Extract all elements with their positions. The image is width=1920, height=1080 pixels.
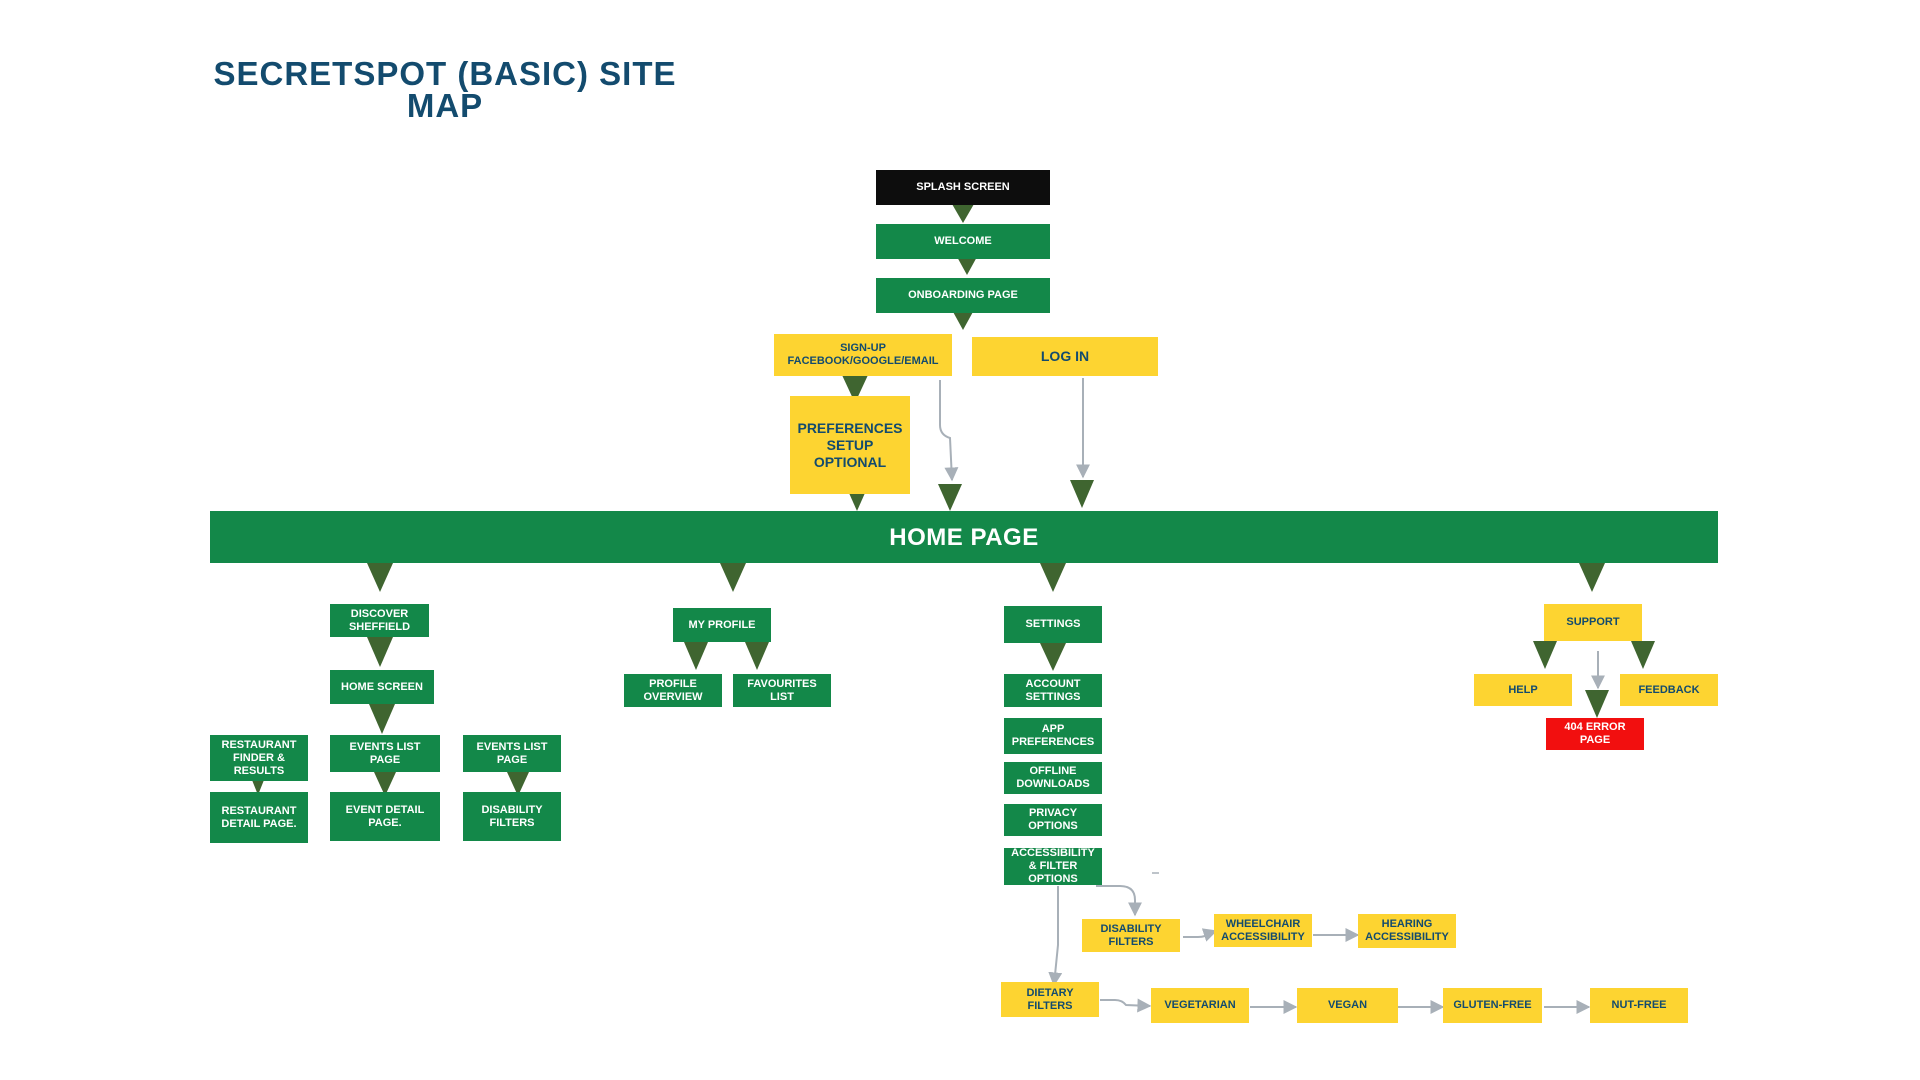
connector-disability-to-wheelchair [1183,928,1218,942]
node-profile-overview: PROFILE OVERVIEW [624,674,722,707]
node-onboarding-page: ONBOARDING PAGE [876,278,1050,313]
arrow-signup-to-preferences [842,375,868,403]
node-events-list-page-2: EVENTS LIST PAGE [463,735,561,772]
arrow-events-list-2-to-disability [507,772,529,796]
node-account-settings: ACCOUNT SETTINGS [1004,674,1102,707]
node-settings: SETTINGS [1004,606,1102,643]
node-accessibility-filter-options: ACCESSIBILITY & FILTER OPTIONS [1004,847,1102,885]
connector-accessibility-to-disability [1096,885,1142,917]
node-sign-up: SIGN-UP FACEBOOK/GOOGLE/EMAIL [774,334,952,376]
arrow-onboarding-to-signup [952,310,974,330]
node-restaurant-detail: RESTAURANT DETAIL PAGE. [210,792,308,843]
arrow-support-to-404 [1585,690,1609,718]
node-nut-free: NUT-FREE [1590,988,1688,1023]
node-preferences-setup: PREFERENCES SETUP OPTIONAL [790,396,910,494]
arrow-login-to-home [1070,480,1094,508]
node-log-in: LOG IN [972,337,1158,376]
page-title: SECRETSPOT (BASIC) SITE MAP [213,55,677,124]
node-home-page: HOME PAGE [210,511,1718,563]
node-404-error-page: 404 ERROR PAGE [1546,718,1644,750]
node-my-profile: MY PROFILE [673,608,771,642]
connector-dietary-to-vegetarian [1100,998,1152,1013]
connector-signup-to-home [939,380,959,482]
arrow-home-to-support [1579,563,1605,592]
node-privacy-options: PRIVACY OPTIONS [1004,804,1102,836]
arrow-settings-to-account [1040,643,1066,671]
arrow-signup-path-to-home [938,484,962,511]
node-home-screen: HOME SCREEN [330,670,434,704]
node-support: SUPPORT [1544,604,1642,641]
node-app-preferences: APP PREFERENCES [1004,718,1102,754]
node-vegetarian: VEGETARIAN [1151,988,1249,1023]
node-event-detail: EVENT DETAIL PAGE. [330,792,440,841]
arrow-welcome-to-onboarding [956,255,978,275]
arrow-home-to-profile [720,563,746,592]
node-gluten-free: GLUTEN-FREE [1443,988,1542,1023]
arrow-home-to-discover [367,563,393,592]
node-offline-downloads: OFFLINE DOWNLOADS [1004,762,1102,794]
arrow-discover-to-home-screen [367,637,393,667]
arrow-home-screen-to-events [369,704,395,734]
arrow-profile-to-overview [684,642,708,670]
node-favourites-list: FAVOURITES LIST [733,674,831,707]
node-restaurant-finder: RESTAURANT FINDER & RESULTS [210,735,308,781]
arrow-profile-to-favourites [745,642,769,670]
arrow-support-to-help [1533,641,1557,669]
node-wheelchair-accessibility: WHEELCHAIR ACCESSIBILITY [1214,914,1312,947]
arrow-events-list-to-detail [374,772,396,796]
node-events-list-page-1: EVENTS LIST PAGE [330,735,440,772]
node-feedback: FEEDBACK [1620,674,1718,706]
node-welcome: WELCOME [876,224,1050,259]
connector-accessibility-to-dietary [1048,886,1063,987]
arrow-home-to-settings [1040,563,1066,592]
node-vegan: VEGAN [1297,988,1398,1023]
node-disability-filters-events: DISABILITY FILTERS [463,792,561,841]
node-splash-screen: SPLASH SCREEN [876,170,1050,205]
node-dietary-filters: DIETARY FILTERS [1001,982,1099,1017]
node-hearing-accessibility: HEARING ACCESSIBILITY [1358,914,1456,948]
node-disability-filters-settings: DISABILITY FILTERS [1082,919,1180,952]
arrow-support-to-feedback [1631,641,1655,669]
node-help: HELP [1474,674,1572,706]
node-discover-sheffield: DISCOVER SHEFFIELD [330,604,429,637]
arrow-splash-to-welcome [952,204,974,223]
